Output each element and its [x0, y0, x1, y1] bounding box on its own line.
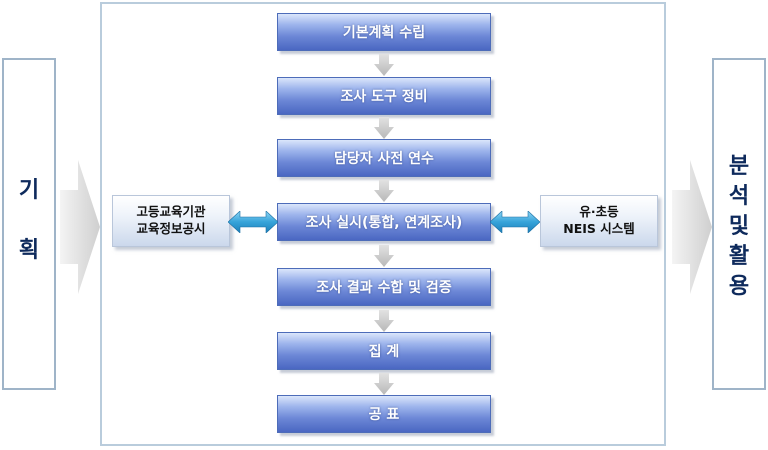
- analysis-char-3: 및: [728, 214, 750, 239]
- higher-ed-line-1: 고등교육기관: [136, 204, 206, 220]
- analysis-char-2: 석: [728, 184, 750, 209]
- step-publication: 공 표: [277, 395, 491, 433]
- planning-char-1: 기: [18, 178, 40, 203]
- neis-system-box: 유·초등 NEIS 시스템: [540, 195, 658, 247]
- higher-ed-line-2: 교육정보공시: [136, 221, 206, 236]
- planning-char-2: 획: [18, 238, 40, 263]
- analysis-panel: 분 석 및 활 용: [712, 58, 766, 390]
- step-basic-plan: 기본계획 수립: [277, 13, 491, 51]
- double-arrow-icon: [490, 211, 540, 233]
- analysis-char-5: 용: [728, 274, 750, 299]
- analysis-char-1: 분: [728, 154, 750, 179]
- down-arrow-icon: [374, 180, 394, 202]
- step-tool-maintenance: 조사 도구 정비: [277, 77, 491, 115]
- step-aggregation: 집 계: [277, 332, 491, 370]
- step-survey-execution: 조사 실시(통합, 연계조사): [277, 203, 491, 241]
- down-arrow-icon: [374, 54, 394, 76]
- neis-line-1: 유·초등: [579, 204, 619, 220]
- flow-right-arrow-right: [672, 160, 712, 294]
- down-arrow-icon: [374, 373, 394, 395]
- down-arrow-icon: [374, 310, 394, 332]
- down-arrow-icon: [374, 245, 394, 267]
- step-result-verification: 조사 결과 수합 및 검증: [277, 268, 491, 306]
- planning-panel: 기 획: [2, 58, 56, 390]
- down-arrow-icon: [374, 117, 394, 139]
- higher-ed-disclosure-box: 고등교육기관 교육정보공시: [112, 195, 230, 247]
- double-arrow-icon: [228, 211, 278, 233]
- step-staff-training: 담당자 사전 연수: [277, 139, 491, 177]
- neis-line-2: NEIS 시스템: [563, 221, 635, 236]
- flow-right-arrow-left: [60, 160, 100, 294]
- analysis-char-4: 활: [728, 244, 750, 269]
